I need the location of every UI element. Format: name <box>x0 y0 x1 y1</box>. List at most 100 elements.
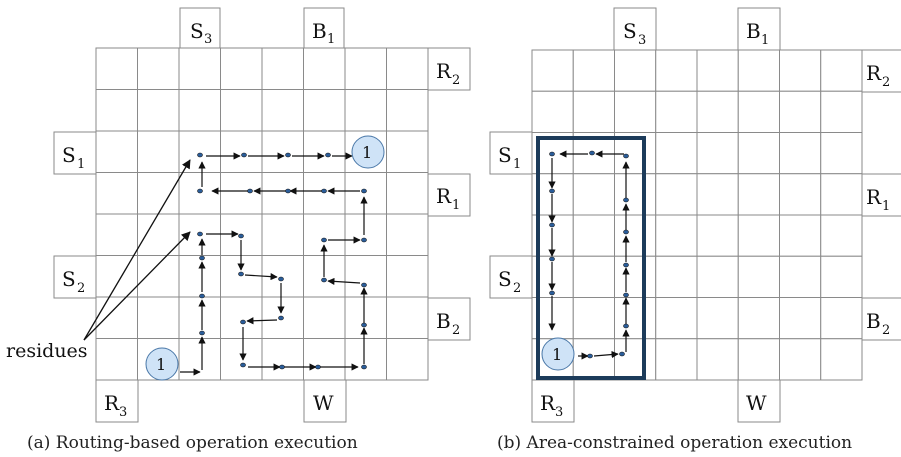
grid-cell <box>572 255 615 298</box>
droplet-label: 1 <box>156 355 166 374</box>
port-label: B <box>866 309 881 333</box>
grid-cell <box>696 90 739 133</box>
figure-a: S 3 B 1 R 2 S 1 R 1 S 2 B <box>6 7 471 453</box>
port-label: R <box>104 391 120 415</box>
grid-cell <box>95 89 138 132</box>
port-r1-b: R 1 <box>861 173 901 217</box>
grid-cell <box>779 214 822 257</box>
port-label: B <box>312 19 327 43</box>
grid-cell <box>303 89 346 132</box>
port-b2-a: B 2 <box>427 297 471 341</box>
grid-cell <box>779 255 822 298</box>
port-b1-b: B 1 <box>737 7 781 51</box>
port-label: R <box>866 185 882 209</box>
port-label: S <box>498 267 512 291</box>
grid-cell <box>178 130 221 173</box>
end-droplet-a: 1 <box>351 135 385 169</box>
figure-b: S 3 B 1 R 2 S 1 R 1 S 2 B <box>489 7 901 453</box>
grid-cell <box>820 49 863 92</box>
grid-cell <box>572 297 615 340</box>
grid-cell <box>572 173 615 216</box>
grid-cell <box>655 214 698 257</box>
grid-cell <box>178 255 221 298</box>
port-r3-b: R 3 <box>531 379 575 423</box>
port-label: S <box>623 19 637 43</box>
grid-cell <box>261 89 304 132</box>
port-b2-b: B 2 <box>861 297 901 341</box>
grid-cell <box>178 47 221 90</box>
grid-cell <box>137 130 180 173</box>
port-subscript: 1 <box>452 198 460 213</box>
grid-cell <box>220 338 263 381</box>
grid-cell <box>261 130 304 173</box>
port-subscript: 2 <box>452 73 460 88</box>
residues-annotation <box>83 159 191 341</box>
port-r3-a: R 3 <box>95 379 139 423</box>
grid-cell <box>820 338 863 381</box>
grid-cell <box>820 173 863 216</box>
grid-cell <box>386 47 429 90</box>
grid-cell <box>779 132 822 175</box>
port-label: W <box>746 391 767 415</box>
grid-cell <box>614 338 657 381</box>
grid-cell <box>696 214 739 257</box>
droplet-label: 1 <box>362 143 372 162</box>
route-b <box>548 150 630 360</box>
grid-cell <box>655 255 698 298</box>
grid-cell <box>178 89 221 132</box>
grid-cell <box>344 296 387 339</box>
grid-cell <box>220 130 263 173</box>
grid-cell <box>737 173 780 216</box>
port-r1-a: R 1 <box>427 173 471 217</box>
grid-cell <box>261 338 304 381</box>
grid-cell <box>696 132 739 175</box>
grid-cell <box>95 255 138 298</box>
grid-cell <box>696 297 739 340</box>
port-label: R <box>436 184 452 208</box>
grid-cell <box>137 255 180 298</box>
grid-cell <box>614 255 657 298</box>
grid-cell <box>531 49 574 92</box>
port-label: W <box>313 391 334 415</box>
grid-cell <box>386 338 429 381</box>
port-label: B <box>436 309 451 333</box>
port-subscript: 1 <box>513 157 521 172</box>
grid-cell <box>655 297 698 340</box>
grid-cell <box>572 90 615 133</box>
grid-cell <box>614 297 657 340</box>
grid-cell <box>344 89 387 132</box>
grid-cell <box>696 338 739 381</box>
grid-cell <box>95 130 138 173</box>
grid-cell <box>95 213 138 256</box>
grid-cell <box>95 296 138 339</box>
grid-cell <box>261 47 304 90</box>
grid-cell <box>737 255 780 298</box>
constrained-area <box>536 136 646 380</box>
grid-cell <box>820 255 863 298</box>
port-label: R <box>540 391 556 415</box>
port-w-a: W <box>303 379 347 423</box>
grid-cell <box>614 173 657 216</box>
port-subscript: 3 <box>555 405 563 420</box>
grid-cell <box>220 296 263 339</box>
port-subscript: 2 <box>513 281 521 296</box>
grid-cell <box>614 90 657 133</box>
grid-cell <box>220 172 263 215</box>
port-s2-b: S 2 <box>489 255 533 299</box>
grid-cell <box>572 49 615 92</box>
grid-cell <box>386 296 429 339</box>
port-subscript: 2 <box>452 323 460 338</box>
grid-b <box>531 49 863 381</box>
grid-cell <box>303 130 346 173</box>
port-s2-a: S 2 <box>53 255 97 299</box>
port-b1-a: B 1 <box>303 7 345 49</box>
grid-cell <box>386 172 429 215</box>
grid-cell <box>779 90 822 133</box>
grid-cell <box>779 173 822 216</box>
grid-cell <box>572 338 615 381</box>
port-subscript: 2 <box>77 281 85 296</box>
grid-a <box>95 47 429 381</box>
grid-cell <box>220 89 263 132</box>
grid-cell <box>95 172 138 215</box>
